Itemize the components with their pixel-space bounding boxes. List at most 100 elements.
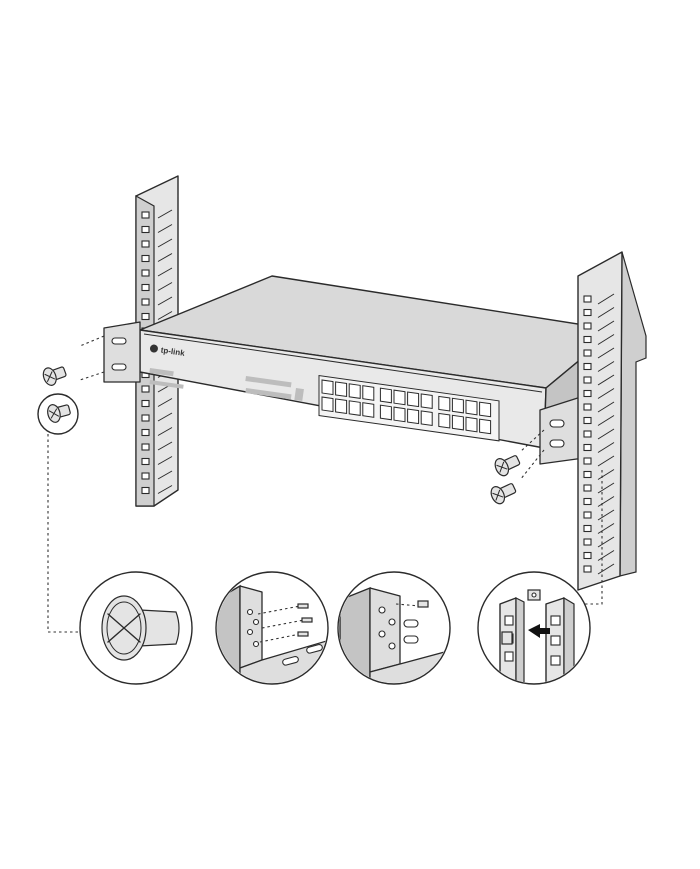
ethernet-port [438, 412, 451, 429]
ethernet-port [379, 387, 392, 404]
left-mounting-bracket [103, 321, 141, 383]
left-rail-holes [141, 209, 173, 495]
rail-slot [157, 296, 173, 306]
rail-hole [141, 443, 150, 451]
rail-slot [157, 311, 173, 320]
ethernet-port [335, 398, 348, 415]
rail-slot [157, 470, 173, 480]
rail-hole [141, 486, 150, 495]
model-label-blurred [149, 367, 304, 401]
rail-hole [583, 538, 592, 546]
rail-hole [583, 551, 592, 560]
rail-hole [583, 376, 592, 384]
rail-hole [583, 349, 592, 357]
ethernet-port [335, 381, 348, 398]
rail-slot [597, 523, 615, 534]
rail-slot [597, 401, 615, 413]
rail-slot [597, 415, 615, 426]
rail-slot [157, 238, 173, 248]
rail-hole [583, 308, 592, 317]
rail-hole [141, 414, 150, 422]
rail-hole [141, 385, 150, 393]
rail-slot [157, 253, 173, 262]
port-bank [318, 375, 500, 442]
ethernet-port [407, 391, 420, 408]
ethernet-port [465, 399, 478, 416]
ethernet-port [438, 395, 451, 412]
rail-hole [141, 254, 150, 263]
brand-logo: tp-link [149, 344, 186, 358]
bracket-slot [549, 439, 565, 448]
rail-slot [597, 334, 615, 345]
right-mounting-bracket [539, 395, 585, 465]
rail-slot [597, 293, 615, 305]
rail-slot [157, 456, 173, 465]
rail-slot [157, 485, 173, 494]
rail-hole [583, 457, 592, 465]
rail-hole [583, 565, 592, 573]
rail-slot [597, 388, 615, 399]
rail-hole [141, 428, 150, 437]
ethernet-port [348, 400, 361, 416]
bracket-slot [111, 363, 127, 371]
rail-slot [157, 209, 173, 219]
ethernet-port [451, 397, 464, 414]
rail-slot [157, 224, 173, 233]
ethernet-port [479, 401, 492, 418]
detail-step-3-bracket-fixed [337, 571, 451, 685]
rail-slot [597, 550, 615, 561]
rail-slot [157, 267, 173, 277]
bracket-slot [111, 337, 127, 345]
rail-hole [583, 470, 592, 479]
rail-hole [583, 322, 592, 330]
rail-hole [583, 497, 592, 506]
rail-hole [583, 511, 592, 519]
rail-hole [141, 240, 150, 248]
ethernet-port [420, 410, 433, 427]
rail-slot [597, 307, 615, 318]
ethernet-port [362, 402, 375, 418]
ethernet-ports [321, 379, 492, 435]
rail-slot [157, 427, 173, 436]
detail-step-2-bracket-attach [215, 571, 329, 685]
ethernet-port [379, 404, 392, 421]
rail-hole [583, 416, 592, 425]
rail-hole [141, 457, 150, 466]
rail-hole [141, 283, 150, 292]
ethernet-port [479, 418, 492, 435]
rail-hole [141, 399, 150, 408]
right-rail-holes [583, 293, 615, 575]
rail-slot [597, 374, 615, 386]
rail-hole [141, 298, 150, 306]
ethernet-port [393, 406, 406, 423]
rail-hole [141, 269, 150, 277]
rail-slot [597, 563, 615, 575]
rail-slot [597, 428, 615, 440]
screw-icon [490, 483, 517, 505]
ethernet-port [451, 414, 464, 431]
rail-hole [583, 443, 592, 452]
brand-logo-text: tp-link [160, 346, 186, 358]
rail-slot [597, 469, 615, 480]
rail-hole [583, 430, 592, 438]
screw-callout-lens [37, 393, 79, 435]
rail-slot [157, 398, 173, 407]
rail-hole [583, 403, 592, 411]
rail-slot [157, 412, 173, 422]
ethernet-port [321, 396, 334, 413]
detail-step-4-cage-nut [477, 571, 591, 685]
leader-lines [47, 335, 603, 633]
rail-hole [141, 225, 150, 234]
bracket-slot [549, 419, 565, 428]
rail-hole [583, 524, 592, 533]
rail-hole [141, 472, 150, 480]
rail-hole [583, 484, 592, 492]
screw-icon [101, 595, 180, 661]
rail-slot [597, 509, 615, 521]
detail-step-1-screw [79, 571, 193, 685]
rail-hole [141, 211, 150, 219]
rail-hole [583, 362, 592, 371]
rail-slot [157, 441, 173, 451]
rail-hole [583, 389, 592, 398]
